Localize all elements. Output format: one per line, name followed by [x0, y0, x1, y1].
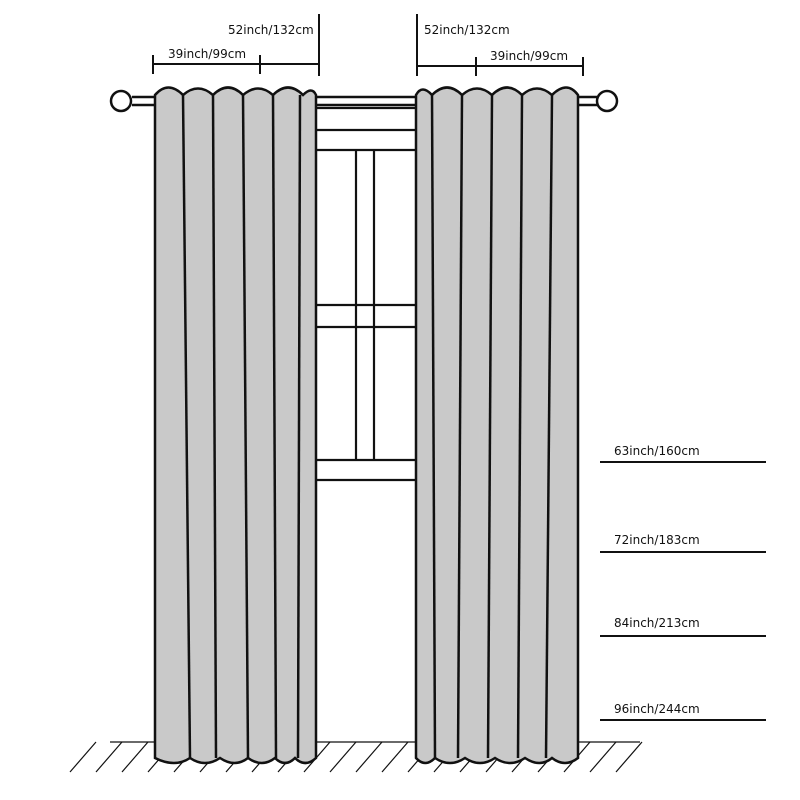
left-curtain-folds — [181, 94, 302, 759]
right-rod-width-label: 39inch/99cm — [490, 49, 568, 63]
right-curtain-folds — [430, 94, 554, 759]
length-option-label: 84inch/213cm — [614, 616, 700, 630]
length-option: 84inch/213cm — [600, 616, 766, 637]
floor-hatch-mark — [355, 741, 383, 773]
window-frame — [316, 106, 416, 482]
left-width-dimensions: 52inch/132cm 39inch/99cm — [152, 14, 320, 76]
length-option-label: 63inch/160cm — [614, 444, 700, 458]
floor-hatch-mark — [69, 741, 97, 773]
floor-hatch-mark — [121, 741, 149, 773]
right-curtain-panel — [414, 86, 580, 765]
length-option: 63inch/160cm — [600, 444, 766, 463]
length-option: 96inch/244cm — [600, 702, 766, 721]
floor-hatch-mark — [615, 741, 643, 773]
left-panel-width-label: 52inch/132cm — [228, 23, 314, 37]
length-options: 63inch/160cm 72inch/183cm 84inch/213cm 9… — [600, 444, 766, 721]
right-curtain-fabric — [414, 86, 580, 765]
right-width-dimensions: 52inch/132cm 39inch/99cm — [416, 14, 584, 76]
length-option-label: 96inch/244cm — [614, 702, 700, 716]
floor-hatch-mark — [329, 741, 357, 773]
length-option-label: 72inch/183cm — [614, 533, 700, 547]
floor-hatch-mark — [381, 741, 409, 773]
left-curtain-fabric — [153, 86, 318, 765]
floor-hatch-mark — [589, 741, 617, 773]
rod-finial-left — [109, 89, 133, 113]
floor-hatch-mark — [95, 741, 123, 773]
rod-finial-right — [595, 89, 619, 113]
length-option: 72inch/183cm — [600, 533, 766, 553]
right-panel-width-label: 52inch/132cm — [424, 23, 510, 37]
left-rod-width-label: 39inch/99cm — [168, 47, 246, 61]
left-curtain-panel — [153, 86, 318, 765]
